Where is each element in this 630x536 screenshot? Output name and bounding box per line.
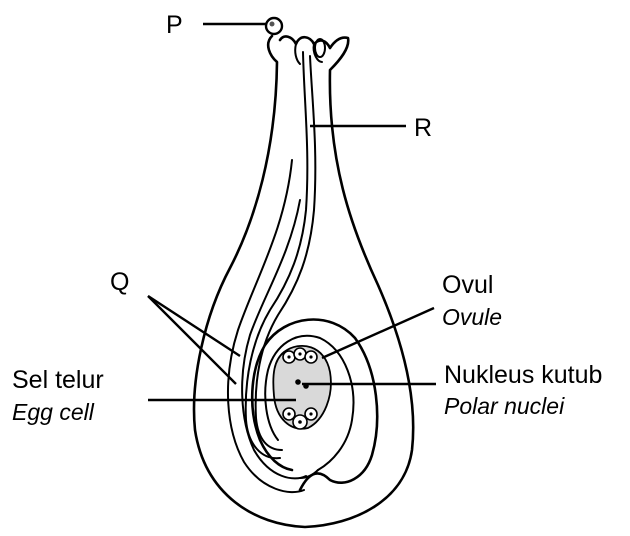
pistil-outline — [194, 36, 413, 527]
leader-q-upper — [148, 296, 240, 356]
label-q: Q — [110, 268, 129, 296]
antipodal-cell-dot — [298, 352, 301, 355]
label-polar-en: Polar nuclei — [444, 393, 565, 419]
label-egg-en: Egg cell — [12, 399, 95, 425]
synergid-cell-dot — [287, 412, 290, 415]
label-ovule-ms: Ovul — [442, 271, 493, 299]
label-polar-ms: Nukleus kutub — [444, 361, 602, 389]
pollen-grain-inner — [270, 22, 275, 27]
synergid-cell-dot — [309, 412, 312, 415]
polar-nucleus — [295, 379, 301, 385]
antipodal-cell-dot — [287, 355, 290, 358]
stigma-lobe-left — [295, 44, 300, 64]
ovary-inner-wall-left-2 — [242, 200, 306, 478]
label-egg-ms: Sel telur — [12, 366, 104, 394]
label-r: R — [414, 114, 432, 142]
label-p: P — [166, 11, 183, 39]
egg-cell-dot — [298, 420, 302, 424]
leader-ovule — [322, 308, 434, 358]
leader-q-lower — [148, 296, 236, 384]
label-ovule-en: Ovule — [442, 304, 502, 330]
pollen-grain — [266, 18, 282, 34]
antipodal-cell-dot — [309, 355, 312, 358]
ovary-inner-wall-left — [228, 160, 304, 492]
